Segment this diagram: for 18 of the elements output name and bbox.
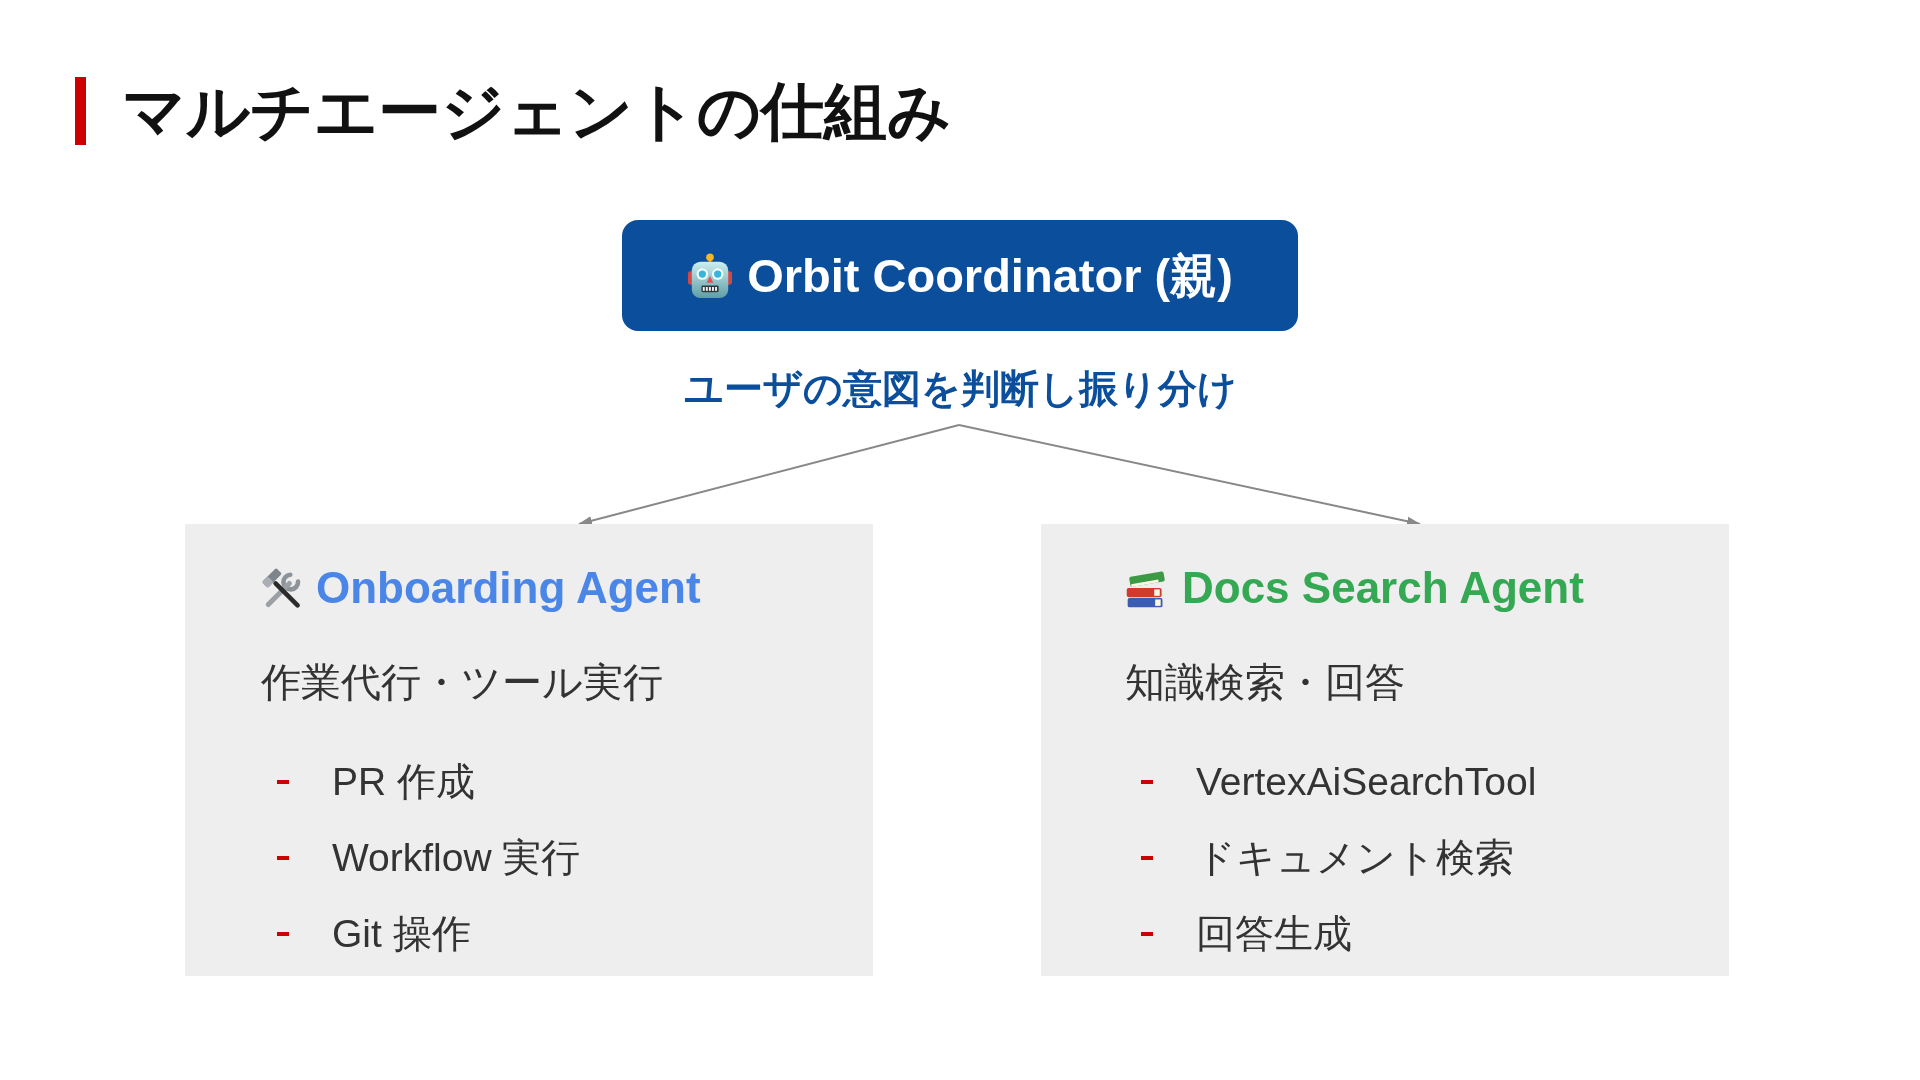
agent-name: Docs Search Agent [1182,562,1584,614]
slide-title: マルチエージェントの仕組み [122,75,951,148]
agent-panel [1041,524,1729,976]
arrow [958,424,1421,526]
list-item: Git 操作 [332,911,471,957]
list-item: PR 作成 [332,759,475,805]
arrow [578,424,960,526]
coordinator-name: Orbit Coordinator (親) [747,247,1233,304]
agent-role: 知識検索・回答 [1125,659,1405,706]
list-item: VertexAiSearchTool [1196,759,1537,805]
list-item: ドキュメント検索 [1196,835,1514,881]
list-item: Workflow 実行 [332,835,581,881]
coordinator-box [622,220,1298,331]
routing-caption: ユーザの意図を判断し振り分け [683,366,1237,412]
agent-name: Onboarding Agent [316,562,701,614]
agent-panel [185,524,873,976]
list-item: 回答生成 [1196,911,1352,957]
agent-role: 作業代行・ツール実行 [261,659,663,706]
